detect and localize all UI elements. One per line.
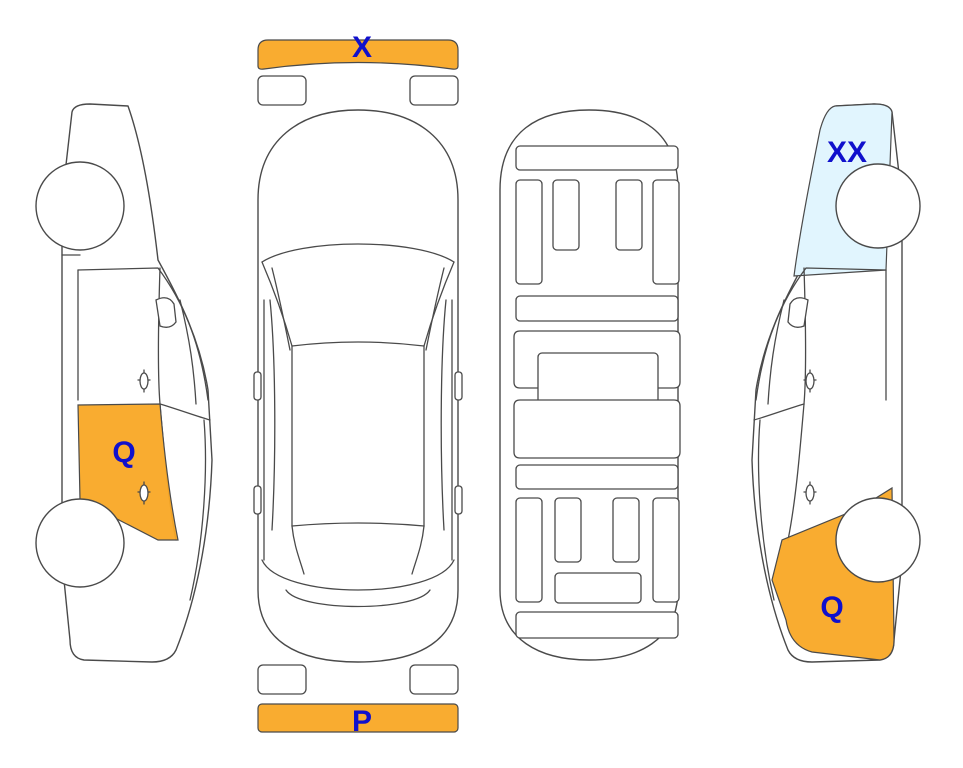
car-top-view[interactable] xyxy=(253,109,463,663)
car-right-side-view[interactable]: XX Q xyxy=(751,103,921,663)
rear-left-taillight[interactable] xyxy=(257,664,307,695)
car-left-side-view[interactable]: Q xyxy=(35,103,213,663)
car-underbody-view[interactable] xyxy=(499,109,681,661)
right-rear-quarter-marker: Q xyxy=(820,591,843,624)
right-front-fender-marker: XX xyxy=(827,136,867,169)
front-right-headlight[interactable] xyxy=(409,75,459,106)
front-left-headlight[interactable] xyxy=(257,75,307,106)
rear-bumper-marker: P xyxy=(352,705,372,738)
front-bumper[interactable]: X xyxy=(257,31,459,70)
front-bumper-marker: X xyxy=(352,31,372,64)
left-rear-door-marker: Q xyxy=(112,436,135,469)
rear-bumper[interactable]: P xyxy=(257,703,459,738)
rear-right-taillight[interactable] xyxy=(409,664,459,695)
